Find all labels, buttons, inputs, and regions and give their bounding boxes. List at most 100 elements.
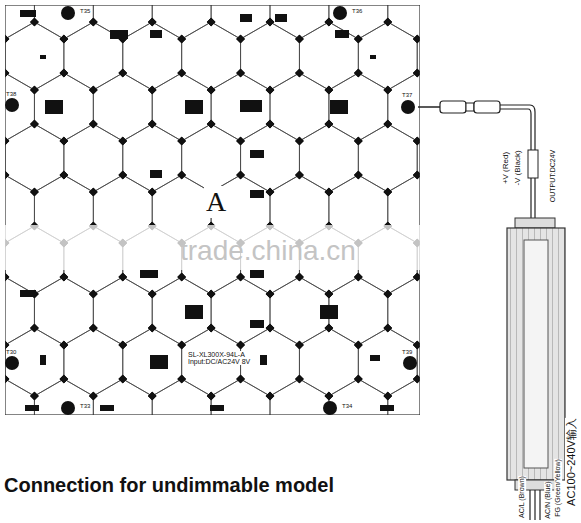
led-chip <box>384 18 392 26</box>
led-chip <box>236 35 244 43</box>
led-chip <box>119 375 127 383</box>
led-chip <box>413 137 420 145</box>
led-chip <box>207 324 215 332</box>
led-chip <box>177 341 185 349</box>
led-chip <box>30 18 38 26</box>
led-chip <box>295 69 303 77</box>
led-chip <box>384 290 392 298</box>
led-chip <box>177 375 185 383</box>
led-chip <box>5 341 9 349</box>
terminal-label: T39 <box>402 349 412 356</box>
led-chip <box>295 137 303 145</box>
led-chip <box>207 290 215 298</box>
led-chip <box>413 69 420 77</box>
led-chip <box>207 120 215 128</box>
led-chip <box>413 69 420 77</box>
led-chip <box>266 290 274 298</box>
hex-trace <box>152 73 211 141</box>
smd-component <box>320 305 338 319</box>
led-chip <box>325 392 333 400</box>
led-chip <box>295 69 303 77</box>
led-chip <box>119 137 127 145</box>
led-chip <box>207 290 215 298</box>
led-chip <box>89 392 97 400</box>
led-chip <box>354 273 362 281</box>
led-chip <box>266 18 274 26</box>
led-chip <box>30 86 38 94</box>
led-chip <box>295 35 303 43</box>
led-chip <box>207 120 215 128</box>
terminal-label: T34 <box>342 403 352 410</box>
led-chip <box>5 341 9 349</box>
led-chip <box>148 290 156 298</box>
led-chip <box>295 35 303 43</box>
pcb-components <box>5 6 417 415</box>
led-chip <box>89 290 97 298</box>
led-chip <box>5 375 9 383</box>
smd-component <box>40 355 46 365</box>
led-chip <box>295 375 303 383</box>
led-chip <box>148 120 156 128</box>
led-chip <box>266 188 274 196</box>
led-chip <box>413 341 420 349</box>
smd-component <box>370 355 380 361</box>
led-chip <box>295 375 303 383</box>
terminal-label: T35 <box>80 8 90 15</box>
led-chip <box>5 273 9 281</box>
led-chip <box>89 324 97 332</box>
led-chip <box>325 120 333 128</box>
hex-trace <box>329 5 388 39</box>
led-chip <box>266 324 274 332</box>
led-chip <box>354 137 362 145</box>
led-chip <box>89 86 97 94</box>
led-chip <box>207 392 215 400</box>
led-chip <box>5 171 9 179</box>
led-chip <box>5 341 9 349</box>
led-chip <box>354 341 362 349</box>
led-chip <box>236 69 244 77</box>
led-chip <box>177 273 185 281</box>
led-chip <box>384 86 392 94</box>
hex-trace <box>388 277 420 345</box>
led-chip <box>413 341 420 349</box>
led-chip <box>354 137 362 145</box>
led-chip <box>148 324 156 332</box>
led-chip <box>89 324 97 332</box>
led-chip <box>266 290 274 298</box>
led-chip <box>236 341 244 349</box>
hex-trace <box>34 5 93 39</box>
led-chip <box>266 86 274 94</box>
led-chip <box>325 290 333 298</box>
hex-trace <box>211 277 270 345</box>
terminal-label: T33 <box>80 403 90 410</box>
led-chip <box>89 290 97 298</box>
led-chip <box>119 375 127 383</box>
led-chip <box>89 120 97 128</box>
terminal-pad <box>5 98 19 112</box>
led-chip <box>266 392 274 400</box>
hex-trace <box>358 22 417 90</box>
led-chip <box>148 392 156 400</box>
terminal-label: T38 <box>6 91 16 98</box>
led-chip <box>384 86 392 94</box>
led-chip <box>266 392 274 400</box>
led-chip <box>207 18 215 26</box>
led-chip <box>325 324 333 332</box>
led-chip <box>413 273 420 281</box>
led-chip <box>236 171 244 179</box>
led-chip <box>266 18 274 26</box>
led-chip <box>148 18 156 26</box>
hex-trace <box>152 379 211 415</box>
led-chip <box>354 375 362 383</box>
led-chip <box>5 137 9 145</box>
led-chip <box>148 188 156 196</box>
led-chip <box>60 341 68 349</box>
led-chip <box>148 188 156 196</box>
led-chip <box>177 171 185 179</box>
led-chip <box>413 171 420 179</box>
smd-component <box>25 405 39 411</box>
led-chip <box>413 341 420 349</box>
led-chip <box>384 120 392 128</box>
output-rating: OUTPUT:DC24V <box>549 150 557 203</box>
hex-trace <box>241 22 300 90</box>
